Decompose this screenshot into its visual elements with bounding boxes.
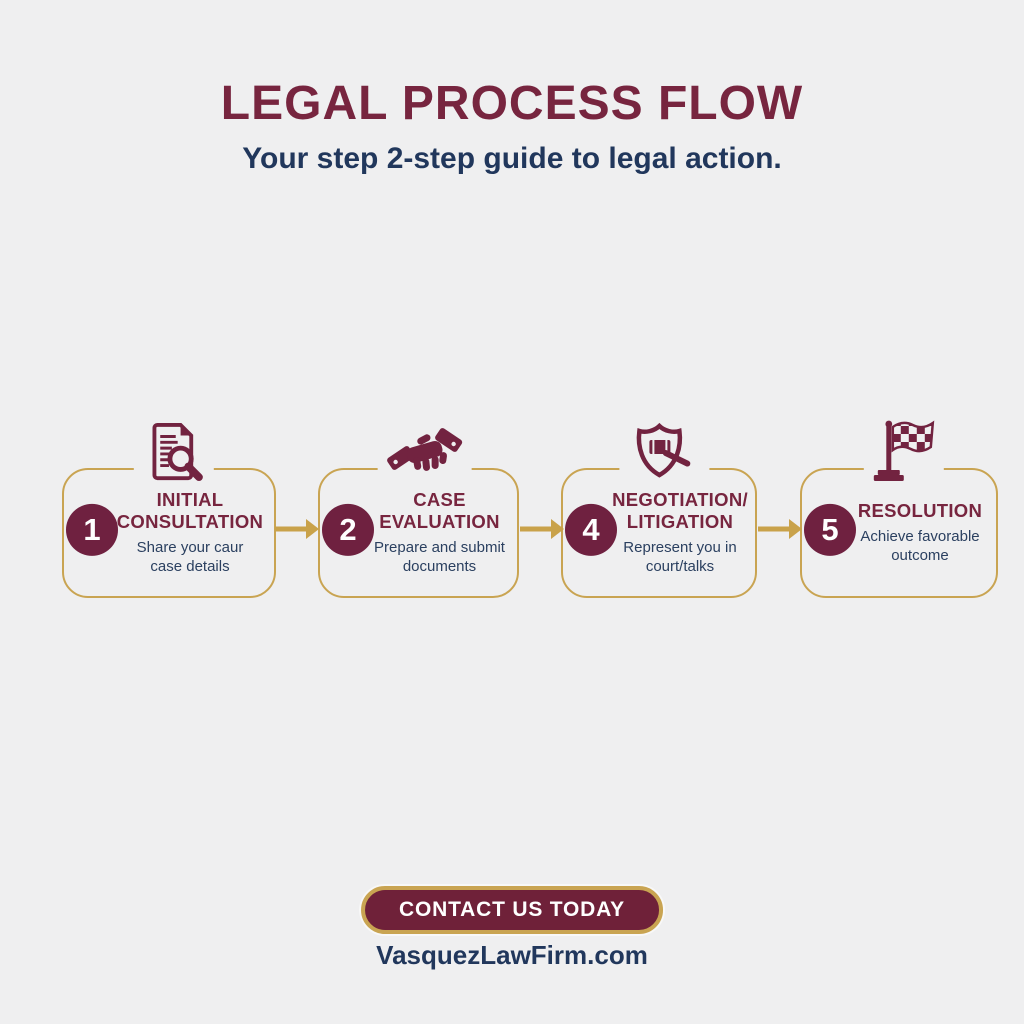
page-title: LEGAL PROCESS FLOW: [220, 77, 804, 130]
flow-arrow-icon: [520, 519, 564, 539]
checkered-flag-icon: [863, 418, 944, 484]
step-description: Prepare and submit documents: [374, 539, 505, 575]
step-number-badge: 4: [565, 503, 617, 556]
step-card-initial-consultation: 1 INITIAL CONSULTATION Share your caur c…: [62, 418, 276, 598]
step-number-badge: 1: [66, 503, 118, 556]
step-card-case-evaluation: 2 CASE EVALUATION Prepare and submit doc…: [318, 418, 519, 598]
step-title: NEGOTIATION/ LITIGATION: [612, 489, 748, 533]
step-number-badge: 5: [804, 503, 856, 556]
step-title: CASE EVALUATION: [379, 489, 500, 533]
step-title: RESOLUTION: [857, 500, 983, 522]
website-link[interactable]: VasquezLawFirm.com: [376, 940, 648, 970]
step-description: Achieve favorable outcome: [860, 528, 980, 564]
handshake-icon: [377, 418, 472, 484]
step-title: INITIAL CONSULTATION: [116, 489, 264, 533]
step-number-badge: 2: [322, 503, 374, 556]
shield-gavel-icon: [619, 418, 710, 484]
flow-arrow-icon: [275, 519, 319, 539]
document-search-icon: [133, 418, 214, 484]
step-card-negotiation-litigation: 4 NEGOTIATION/ LITIGATION Represent you …: [561, 418, 757, 598]
step-description: Share your caur case details: [136, 539, 244, 575]
page-subtitle: Your step 2-step guide to legal action.: [242, 142, 782, 175]
step-card-resolution: 5 RESOLUTION Achieve favorable outcome: [800, 418, 998, 598]
step-content: NEGOTIATION/ LITIGATION Represent you in…: [611, 470, 749, 596]
step-content: INITIAL CONSULTATION Share your caur cas…: [112, 470, 268, 596]
step-content: RESOLUTION Achieve favorable outcome: [850, 470, 990, 596]
step-content: CASE EVALUATION Prepare and submit docum…: [368, 470, 511, 596]
step-description: Represent you in court/talks: [623, 539, 737, 575]
contact-us-button[interactable]: CONTACT US TODAY: [361, 886, 663, 934]
flow-arrow-icon: [758, 519, 802, 539]
